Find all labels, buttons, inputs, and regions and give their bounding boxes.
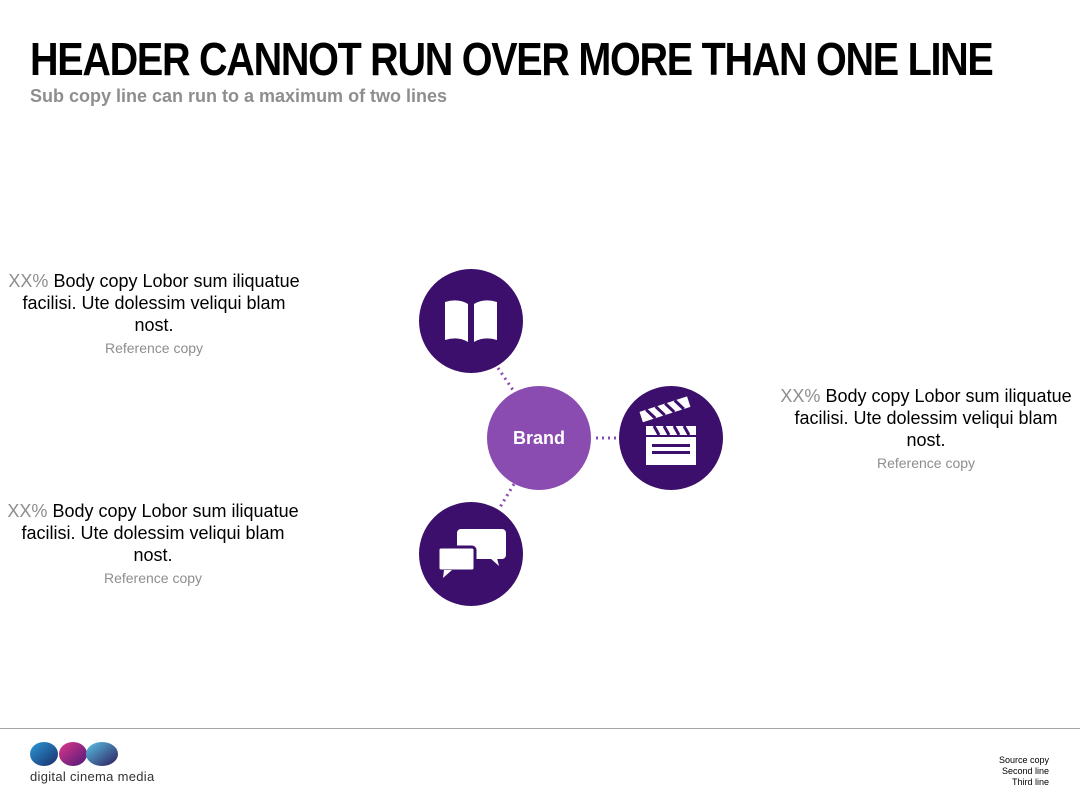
dcm-logo: [30, 742, 118, 766]
callout-body: Body copy Lobor sum iliquatue facilisi. …: [22, 271, 300, 335]
logo-wordmark: digital cinema media: [30, 769, 155, 784]
source-line: Third line: [1011, 777, 1049, 787]
page-title: HEADER CANNOT RUN OVER MORE THAN ONE LIN…: [30, 33, 994, 85]
callout-percent: XX%: [7, 501, 48, 521]
brand-node: [487, 386, 591, 490]
connectors: [496, 367, 620, 510]
callout-reference: Reference copy: [103, 570, 203, 586]
callout-reference: Reference copy: [876, 455, 976, 471]
callout-body: Body copy Lobor sum iliquatue facilisi. …: [794, 386, 1072, 450]
brand-label: Brand: [512, 428, 565, 448]
book-icon: [445, 300, 497, 342]
chat-bubbles-icon: [436, 529, 506, 578]
footer-divider: [0, 728, 1080, 729]
callout-body: Body copy Lobor sum iliquatue facilisi. …: [21, 501, 299, 565]
clapperboard-icon: [639, 396, 696, 465]
callout-top-left: XX% Body copy Lobor sum iliquatue facili…: [4, 270, 304, 358]
source-copy: Source copy Second line Third line: [999, 755, 1049, 788]
callout-right: XX% Body copy Lobor sum iliquatue facili…: [776, 385, 1076, 473]
page-subtitle: Sub copy line can run to a maximum of tw…: [30, 86, 448, 106]
connector-book: [496, 367, 517, 394]
node-book: [419, 269, 523, 373]
callout-bottom-left: XX% Body copy Lobor sum iliquatue facili…: [3, 500, 303, 588]
callout-reference: Reference copy: [104, 340, 204, 356]
connector-chat: [497, 483, 516, 510]
callout-percent: XX%: [780, 386, 821, 406]
callout-percent: XX%: [8, 271, 49, 291]
source-line: Second line: [1001, 766, 1049, 776]
source-line: Source copy: [998, 755, 1049, 765]
